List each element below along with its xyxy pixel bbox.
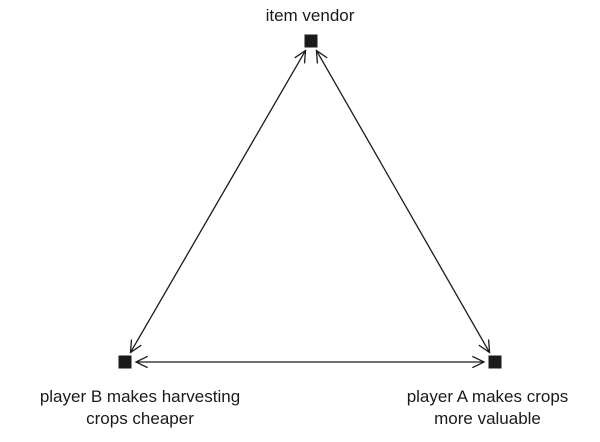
node-label-player-a: player A makes crops more valuable [380, 386, 595, 430]
node-label-line: more valuable [434, 409, 541, 428]
edges-layer [129, 49, 491, 369]
arrowhead [134, 355, 148, 369]
node-label-line: player B makes harvesting [39, 387, 241, 406]
edge-line [129, 50, 307, 353]
node-square-player-a [488, 355, 502, 369]
node-label-line: item vendor [265, 6, 355, 25]
arrowhead [315, 49, 328, 64]
edge-vendor-player-a [315, 49, 491, 354]
arrowhead [478, 339, 491, 354]
edge-line [315, 50, 491, 353]
node-label-line: player A makes crops [406, 387, 569, 406]
arrowhead [472, 355, 486, 369]
arrowhead [294, 49, 307, 64]
nodes-layer [118, 34, 502, 369]
edge-vendor-player-b [129, 49, 307, 354]
edge-player-b-player-a [134, 355, 486, 369]
node-label-line: crops cheaper [86, 409, 194, 428]
node-label-item-vendor: item vendor [210, 5, 410, 27]
node-square-vendor [304, 34, 318, 48]
arrowhead [129, 339, 142, 354]
node-label-player-b: player B makes harvesting crops cheaper [25, 386, 255, 430]
node-square-player-b [118, 355, 132, 369]
